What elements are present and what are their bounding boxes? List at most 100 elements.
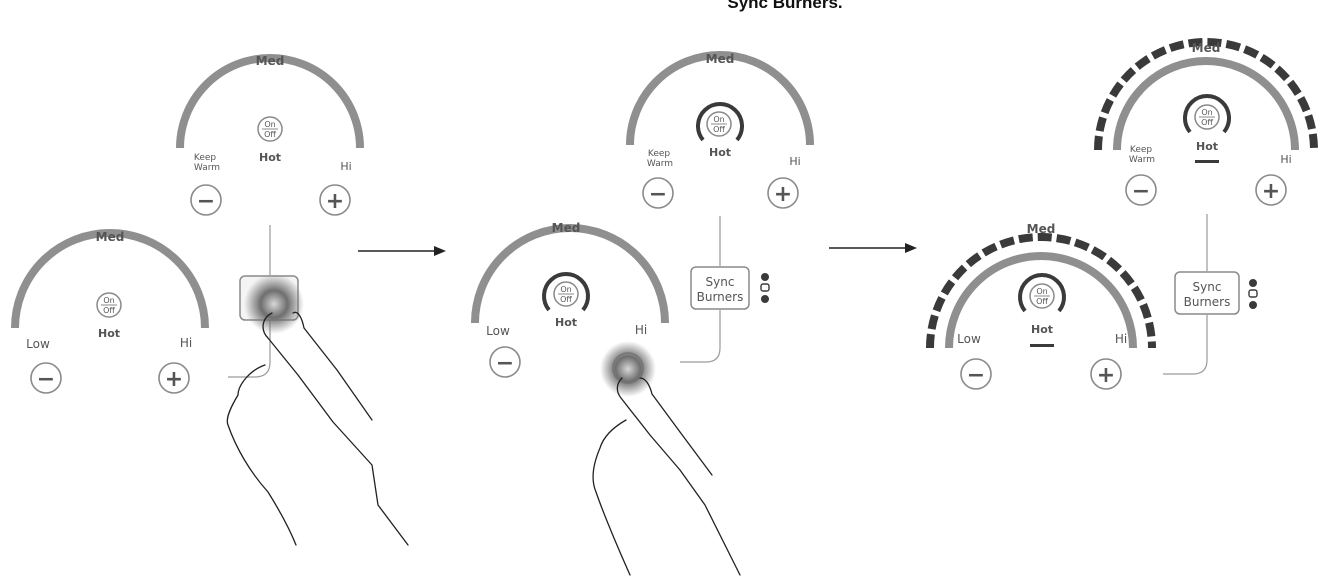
- front-burner-minus-button[interactable]: −: [30, 362, 62, 394]
- hi-label: Hi: [635, 323, 647, 337]
- hand-pointer-icon: [592, 377, 741, 576]
- warm-label: Warm: [647, 159, 673, 169]
- med-label: Med: [1192, 41, 1221, 55]
- sync-burners-button[interactable]: Sync Burners: [1174, 271, 1240, 315]
- keep-label: Keep: [1130, 145, 1153, 155]
- front-burner-control: Med On Off Hot Low Hi − +: [926, 222, 1156, 390]
- plus-icon: +: [165, 367, 183, 392]
- minus-icon: −: [37, 367, 55, 392]
- on-off-button[interactable]: On Off: [706, 111, 732, 137]
- hot-label: Hot: [1196, 140, 1218, 153]
- rear-burner-arc: [626, 51, 814, 146]
- rear-burner-control: Med On Off Hot Keep Warm Hi − +: [626, 51, 814, 209]
- keep-label: Keep: [648, 149, 671, 159]
- warm-label: Warm: [1129, 155, 1155, 165]
- rear-burner-plus-button[interactable]: +: [767, 177, 799, 209]
- sync-burners-button[interactable]: Sync Burners: [690, 266, 750, 310]
- hi-label: Hi: [789, 155, 800, 168]
- sync-indicator-icon: [760, 273, 770, 303]
- front-burner-minus-button[interactable]: −: [960, 358, 992, 390]
- front-burner-control: Med On Off Hot Low Hi − +: [11, 229, 209, 394]
- hi-label: Hi: [180, 336, 192, 350]
- touch-indicator: [244, 274, 304, 334]
- panel-step-3: Med On Off Hot Keep Warm Hi − +: [926, 38, 1318, 390]
- hot-label: Hot: [555, 316, 577, 329]
- hot-label: Hot: [98, 327, 120, 340]
- off-label: Off: [103, 306, 115, 315]
- keep-label: Keep: [194, 153, 217, 163]
- off-label: Off: [560, 295, 572, 304]
- off-label: Off: [264, 130, 276, 139]
- rear-burner-minus-button[interactable]: −: [1125, 174, 1157, 206]
- burners-label: Burners: [1184, 295, 1231, 309]
- sync-label: Sync: [1193, 280, 1222, 294]
- med-label: Med: [256, 54, 285, 68]
- front-burner-plus-button[interactable]: +: [158, 362, 190, 394]
- step-arrow-1: [358, 246, 446, 256]
- sync-connector-line: [1163, 214, 1208, 375]
- on-off-button[interactable]: On Off: [257, 116, 283, 142]
- on-label: On: [560, 285, 571, 294]
- front-burner-inner-ring: [1018, 273, 1066, 313]
- off-label: Off: [1201, 118, 1213, 127]
- med-label: Med: [552, 221, 581, 235]
- warm-label: Warm: [194, 163, 220, 173]
- minus-icon: −: [197, 189, 215, 214]
- minus-icon: −: [967, 363, 985, 388]
- hot-label: Hot: [709, 146, 731, 159]
- rear-burner-minus-button[interactable]: −: [190, 184, 222, 216]
- hand-pointer-icon: [226, 311, 409, 546]
- hot-label: Hot: [1031, 323, 1053, 336]
- front-burner-arc: [945, 252, 1137, 349]
- front-burner-plus-button[interactable]: +: [1090, 358, 1122, 390]
- on-label: On: [1201, 108, 1212, 117]
- minus-icon: −: [1132, 179, 1150, 204]
- on-off-button[interactable]: On Off: [1194, 104, 1220, 130]
- rear-burner-inner-ring: [1183, 94, 1231, 134]
- rear-burner-arc: [176, 54, 364, 149]
- med-label: Med: [1027, 222, 1056, 236]
- sync-label: Sync: [706, 275, 735, 289]
- plus-icon: +: [1097, 363, 1115, 388]
- off-label: Off: [1036, 297, 1048, 306]
- rear-burner-minus-button[interactable]: −: [642, 177, 674, 209]
- front-burner-arc: [11, 229, 209, 329]
- on-label: On: [1036, 287, 1047, 296]
- plus-icon: +: [326, 189, 344, 214]
- hi-label: Hi: [340, 160, 351, 173]
- panel-step-1: Med On Off Hot Keep Warm Hi − +: [11, 54, 409, 546]
- rear-burner-outer-segments: [1094, 38, 1318, 151]
- on-label: On: [713, 115, 724, 124]
- on-off-button[interactable]: On Off: [553, 281, 579, 307]
- front-burner-outer-segments: [926, 233, 1156, 349]
- hot-label: Hot: [259, 151, 281, 164]
- step-arrow-2: [829, 243, 917, 253]
- rear-burner-arc: [1113, 57, 1299, 151]
- minus-icon: −: [649, 182, 667, 207]
- rear-burner-inner-ring: [696, 102, 744, 142]
- on-off-button[interactable]: On Off: [1029, 283, 1055, 309]
- front-burner-minus-button[interactable]: −: [489, 346, 521, 378]
- off-label: Off: [713, 125, 725, 134]
- rear-burner-control: Med On Off Hot Keep Warm Hi − +: [176, 54, 364, 216]
- panel-step-2: Med On Off Hot Keep Warm Hi − +: [471, 51, 814, 576]
- hi-label: Hi: [1280, 153, 1291, 166]
- front-burner-arc: [471, 224, 669, 324]
- sync-indicator-icon: [1248, 279, 1258, 309]
- on-off-button[interactable]: On Off: [96, 292, 122, 318]
- low-label: Low: [26, 337, 50, 351]
- plus-icon: +: [774, 182, 792, 207]
- touch-indicator: [600, 341, 656, 397]
- rear-burner-plus-button[interactable]: +: [319, 184, 351, 216]
- med-label: Med: [96, 230, 125, 244]
- low-label: Low: [486, 324, 510, 338]
- front-burner-inner-ring: [542, 272, 590, 312]
- rear-burner-plus-button[interactable]: +: [1255, 174, 1287, 206]
- low-label: Low: [957, 332, 981, 346]
- on-label: On: [264, 120, 275, 129]
- active-underline: [1195, 160, 1219, 163]
- minus-icon: −: [496, 351, 514, 376]
- hi-label: Hi: [1115, 332, 1127, 346]
- on-label: On: [103, 296, 114, 305]
